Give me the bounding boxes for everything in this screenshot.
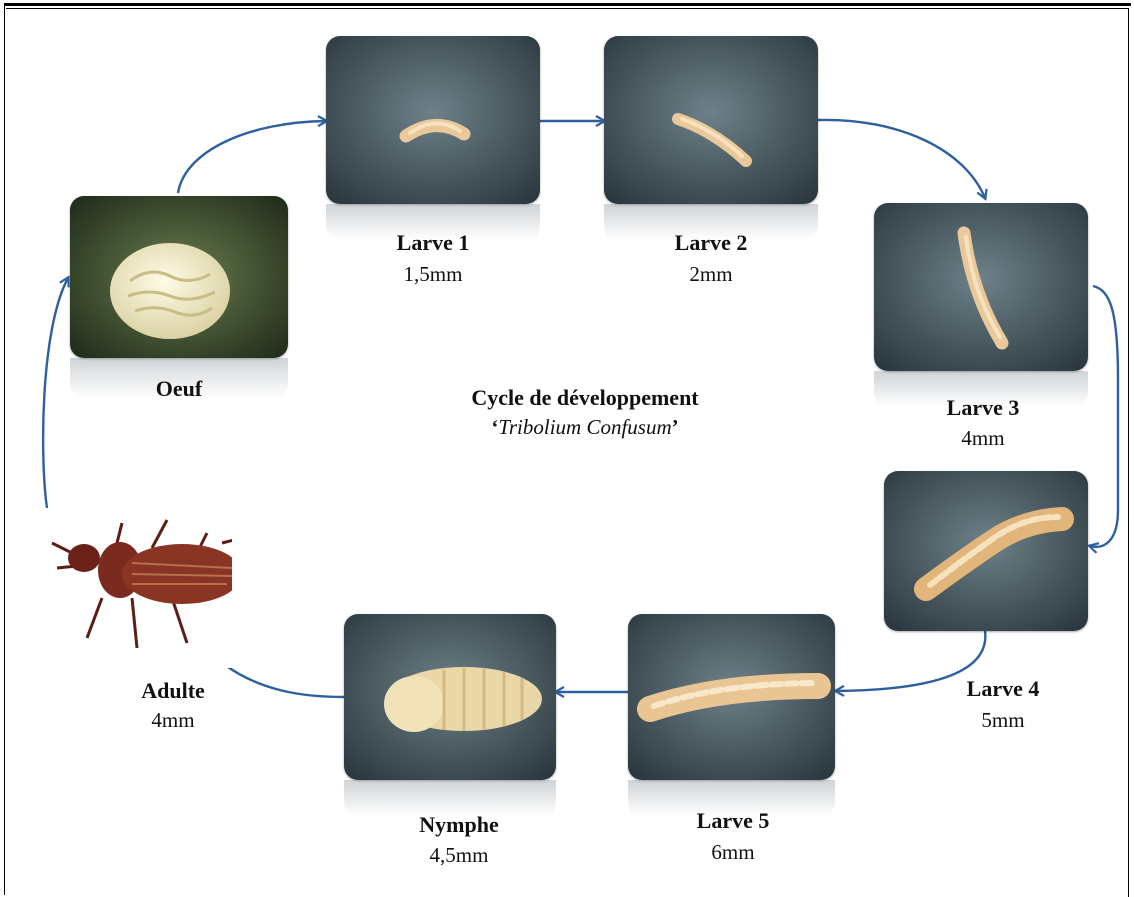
stage-size-larve3: 4mm [910,426,1056,451]
arrow-adulte-to-oeuf [43,278,68,508]
stage-size-larve2: 2mm [638,262,784,287]
larva-3-image [874,203,1088,371]
beetle-image [32,508,232,668]
stage-size-larve4: 5mm [930,708,1076,733]
stage-name-larve2: Larve 2 [638,230,784,256]
stage-name-larve4: Larve 4 [930,676,1076,702]
cycle-title: Cycle de développement [400,385,770,411]
arrow-larve2-to-larve3 [818,120,985,198]
larva-2-image [604,36,818,204]
photo-larve5 [628,614,835,780]
stage-name-adulte: Adulte [100,678,246,704]
arrow-larve3-to-larve4 [1090,286,1118,547]
larva-1-image [326,36,540,204]
photo-larve1 [326,36,540,204]
larva-5-image [628,614,835,780]
stage-size-nymphe: 4,5mm [386,843,532,868]
stage-name-larve1: Larve 1 [360,230,506,256]
arrow-oeuf-to-larve1 [178,121,326,193]
photo-adulte [32,508,232,668]
photo-larve4 [884,471,1088,631]
stage-name-oeuf: Oeuf [120,376,238,402]
stage-size-adulte: 4mm [100,708,246,733]
photo-larve3 [874,203,1088,371]
reflection-nymphe [344,780,556,816]
stage-size-larve1: 1,5mm [360,262,506,287]
pupa-image [344,614,556,780]
close-quote: ’ [672,415,679,439]
stage-name-larve5: Larve 5 [660,808,806,834]
stage-name-larve3: Larve 3 [910,395,1056,421]
photo-oeuf [70,196,288,358]
stage-size-larve5: 6mm [660,840,806,865]
species-subtitle: ‘Tribolium Confusum’ [400,415,770,440]
stage-name-nymphe: Nymphe [386,812,532,838]
photo-nymphe [344,614,556,780]
species-name: Tribolium Confusum [498,415,671,439]
egg-image [70,196,288,358]
larva-4-image [884,471,1088,631]
photo-larve2 [604,36,818,204]
